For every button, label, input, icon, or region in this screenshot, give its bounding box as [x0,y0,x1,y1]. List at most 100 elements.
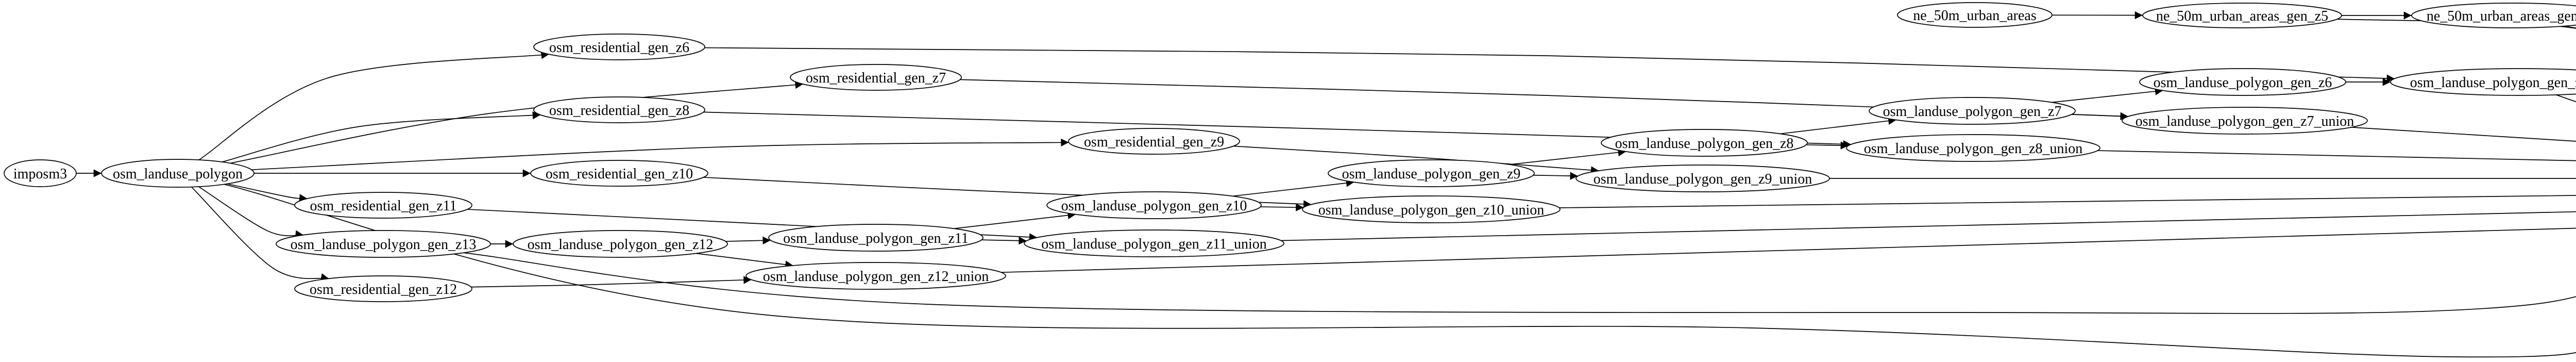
osm-landuse-polygon-gen-z7-union-ellipse [2122,107,2368,135]
osm-landuse-polygon-gen-z12-union-ellipse [745,262,1006,290]
node-osm-landuse-polygon-gen-z12: osm_landuse_polygon_gen_z12 [513,230,728,258]
edge-osm_landuse_polygon_gen_z11-to-osm_landuse_polygon_gen_z11_union [981,237,1027,245]
node-osm-landuse-polygon-gen-z12-union: osm_landuse_polygon_gen_z12_union [745,262,1006,290]
edge-osm_landuse_polygon-to-osm_landuse_polygon_gen_z13 [198,186,303,238]
osm-landuse-polygon-gen-z8-union-ellipse [1846,134,2100,162]
edge-osm_landuse_polygon-to-osm_residential_gen_z6 [198,51,549,160]
osm-landuse-polygon-gen-z6-union-label: osm_landuse_polygon_gen_z6_union [2410,75,2576,91]
osm-landuse-polygon-gen-z9-union-ellipse [1575,164,1830,192]
osm-residential-gen-z9-label: osm_residential_gen_z9 [1084,134,1224,150]
osm-residential-gen-z9-ellipse [1068,128,1240,155]
edge-osm_landuse_polygon-to-osm_residential_gen_z9 [251,138,1069,170]
node-osm-landuse-polygon-gen-z11-union: osm_landuse_polygon_gen_z11_union [1024,229,1284,257]
osm-residential-gen-z11-ellipse [294,192,472,219]
edge-osm_landuse_polygon_gen_z12_union-to-row_z12 [1001,227,2576,273]
edge-osm_residential_gen_z9-to-osm_landuse_polygon_gen_z9_union [1233,145,1599,174]
node-osm-landuse-polygon-gen-z11: osm_landuse_polygon_gen_z11 [768,224,984,252]
node-imposm3: imposm3 [4,159,77,187]
edges-layer [76,11,2576,358]
ne-50m-urban-areas-gen-z4-label: ne_50m_urban_areas_gen_z4 [2427,8,2576,24]
osm-landuse-polygon-gen-z12-union-label: osm_landuse_polygon_gen_z12_union [763,269,989,285]
osm-landuse-polygon-gen-z12-ellipse [513,230,728,258]
node-osm-residential-gen-z6: osm_residential_gen_z6 [533,34,705,60]
osm-residential-gen-z11-label: osm_residential_gen_z11 [310,198,456,214]
osm-landuse-polygon-gen-z7-union-label: osm_landuse_polygon_gen_z7_union [2136,113,2354,129]
node-osm-landuse-polygon-gen-z9-union: osm_landuse_polygon_gen_z9_union [1575,164,1830,192]
osm-landuse-polygon-ellipse [101,159,255,188]
osm-landuse-polygon-gen-z11-ellipse [768,224,984,252]
node-osm-residential-gen-z12: osm_residential_gen_z12 [294,275,472,302]
osm-landuse-polygon-gen-z9-label: osm_landuse_polygon_gen_z9 [1342,166,1521,182]
edge-osm_landuse_polygon_gen_z12-to-osm_landuse_polygon_gen_z12_union [696,253,793,269]
node-osm-residential-gen-z9: osm_residential_gen_z9 [1068,128,1240,155]
edge-osm_landuse_polygon_gen_z7_union-to-row_z7 [2351,126,2576,142]
ne-50m-urban-areas-ellipse [1897,2,2053,28]
node-osm-landuse-polygon-gen-z9: osm_landuse_polygon_gen_z9 [1328,159,1535,187]
osm-residential-gen-z7-label: osm_residential_gen_z7 [806,70,946,86]
node-osm-landuse-polygon-gen-z13: osm_landuse_polygon_gen_z13 [276,230,491,258]
osm-landuse-polygon-gen-z9-ellipse [1328,159,1535,187]
osm-landuse-polygon-gen-z13-ellipse [276,230,491,258]
edge-osm_landuse_polygon_gen_z11_union-to-row_z11 [1281,211,2576,241]
osm-landuse-polygon-gen-z10-ellipse [1046,191,1262,219]
edge-osm_landuse_polygon_gen_z7-to-osm_landuse_polygon_gen_z6 [2052,87,2163,103]
node-osm-residential-gen-z11: osm_residential_gen_z11 [294,192,472,219]
osm-landuse-polygon-gen-z6-ellipse [2139,68,2346,96]
osm-landuse-polygon-gen-z8-ellipse [1601,129,1808,157]
edge-ne_50m_urban_areas_gen_z5-to-row_z5 [2337,19,2576,29]
node-osm-landuse-polygon-gen-z6-union: osm_landuse_polygon_gen_z6_union [2390,68,2576,96]
osm-residential-gen-z12-label: osm_residential_gen_z12 [310,282,457,298]
edge-osm_landuse_polygon-to-osm_residential_gen_z11 [227,183,308,202]
osm-landuse-polygon-gen-z6-union-ellipse [2390,68,2576,96]
node-osm-landuse-polygon-gen-z10: osm_landuse_polygon_gen_z10 [1046,191,1262,219]
osm-landuse-polygon-gen-z10-union-ellipse [1302,195,1561,223]
osm-landuse-polygon-gen-z6-label: osm_landuse_polygon_gen_z6 [2154,75,2332,91]
ne-50m-urban-areas-label: ne_50m_urban_areas [1913,8,2036,24]
osm-residential-gen-z6-ellipse [533,34,705,60]
osm-residential-gen-z12-ellipse [294,275,472,302]
edge-osm_landuse_polygon_gen_z12-to-osm_landuse_polygon_gen_z11 [725,236,771,244]
edge-osm_landuse_polygon-to-osm_residential_gen_z12 [191,186,329,282]
osm-landuse-polygon-gen-z13-label: osm_landuse_polygon_gen_z13 [291,237,477,253]
node-osm-landuse-polygon-gen-z8: osm_landuse_polygon_gen_z8 [1601,129,1808,157]
osm-landuse-polygon-gen-z8-union-label: osm_landuse_polygon_gen_z8_union [1864,141,2083,157]
imposm3-label: imposm3 [13,166,67,182]
osm-landuse-polygon-gen-z11-union-ellipse [1024,229,1284,257]
osm-landuse-polygon-gen-z10-union-label: osm_landuse_polygon_gen_z10_union [1318,202,1545,218]
osm-landuse-polygon-gen-z7-label: osm_landuse_polygon_gen_z7 [1883,104,2062,120]
edge-osm_landuse_polygon_gen_z10_union-to-row_z10 [1559,195,2576,208]
osm-landuse-polygon-gen-z11-label: osm_landuse_polygon_gen_z11 [783,231,969,246]
osm-residential-gen-z10-ellipse [530,160,708,187]
osm-landuse-polygon-gen-z11-union-label: osm_landuse_polygon_gen_z11_union [1041,236,1267,252]
node-ne-50m-urban-areas-gen-z4: ne_50m_urban_areas_gen_z4 [2411,3,2576,28]
node-osm-residential-gen-z7: osm_residential_gen_z7 [790,64,962,91]
osm-landuse-polygon-gen-z7-ellipse [1869,97,2076,125]
node-osm-landuse-polygon-gen-z8-union: osm_landuse_polygon_gen_z8_union [1846,134,2100,162]
edge-osm_landuse_polygon_gen_z8-to-osm_landuse_polygon_gen_z7 [1780,117,1896,135]
node-osm-landuse-polygon: osm_landuse_polygon [101,159,255,188]
node-osm-residential-gen-z8: osm_residential_gen_z8 [533,96,705,123]
osm-landuse-polygon-gen-z12-label: osm_landuse_polygon_gen_z12 [528,237,714,253]
ne-50m-urban-areas-gen-z4-ellipse [2411,3,2576,28]
node-ne-50m-urban-areas-gen-z5: ne_50m_urban_areas_gen_z5 [2142,3,2342,28]
edge-osm_landuse_polygon-to-osm_residential_gen_z7 [230,80,803,164]
ne-50m-urban-areas-gen-z5-ellipse [2142,3,2342,28]
osm-residential-gen-z8-label: osm_residential_gen_z8 [549,103,689,119]
edge-osm_landuse_polygon_gen_z8_union-to-row_z8 [2097,150,2576,161]
node-osm-landuse-polygon-gen-z10-union: osm_landuse_polygon_gen_z10_union [1302,195,1561,223]
edge-osm_landuse_polygon_gen_z8-to-osm_landuse_polygon_gen_z8_union [1806,141,1849,150]
osm-residential-gen-z7-ellipse [790,64,962,91]
edge-osm_landuse_polygon_gen_z6_union-to-row_z6 [2556,94,2576,103]
osm-residential-gen-z6-label: osm_residential_gen_z6 [549,40,689,56]
edge-osm_landuse_polygon-to-row_z14 [224,184,2576,358]
osm-residential-gen-z10-label: osm_residential_gen_z10 [546,166,693,182]
node-osm-residential-gen-z10: osm_residential_gen_z10 [530,160,708,187]
edge-osm_landuse_polygon_gen_z13-to-row_z13 [463,252,2576,314]
edge-osm_landuse_polygon-to-osm_residential_gen_z8 [222,111,541,162]
osm-landuse-polygon-gen-z8-label: osm_landuse_polygon_gen_z8 [1615,136,1794,152]
edge-osm_residential_gen_z12-to-osm_landuse_polygon_gen_z12_union [471,276,752,288]
node-osm-landuse-polygon-gen-z7: osm_landuse_polygon_gen_z7 [1869,97,2076,125]
node-osm-landuse-polygon-gen-z7-union: osm_landuse_polygon_gen_z7_union [2122,107,2368,135]
